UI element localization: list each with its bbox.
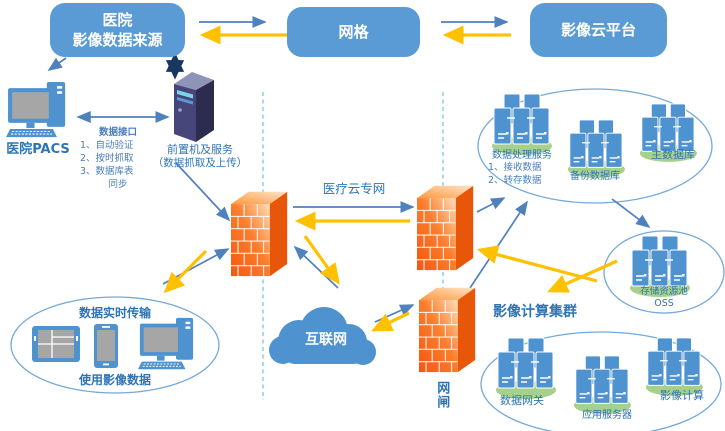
arrow-consumer-to-firewall1 xyxy=(162,248,230,285)
medical-private-network-label: 医疗云专网 xyxy=(322,181,386,196)
yellow-arrows xyxy=(163,25,618,332)
interface-title: 数据接口 xyxy=(98,127,137,138)
data-processing-items: 1、接收数据 2、转存数据 xyxy=(488,162,568,187)
image-compute-servers-icon xyxy=(645,337,704,397)
arrow-firewall3-to-internet xyxy=(371,311,410,332)
ellipse-data-processing-group xyxy=(477,88,713,204)
firewall1-icon xyxy=(231,191,288,277)
node-image-cloud-platform: 影像云平台 xyxy=(530,3,667,57)
arrow-oss-to-compute-cluster xyxy=(547,259,618,293)
processing-item-1: 1、接收数据 xyxy=(488,162,542,173)
interface-item-4: 同步 xyxy=(108,179,128,190)
internet-cloud-icon xyxy=(269,307,376,365)
main-db-label: 主数据库 xyxy=(651,148,695,161)
frontend-server-tower-icon xyxy=(174,72,214,142)
phone-icon xyxy=(94,324,118,368)
arrow-processing-to-oss xyxy=(611,198,651,229)
compute-cluster-title: 影像计算集群 xyxy=(493,304,577,320)
arrow-source-to-pacs xyxy=(47,57,67,71)
data-interface-note: 数据接口 1、自动验证 2、按时抓取 3、数据库表 同步 xyxy=(80,126,156,191)
tablet-icon xyxy=(32,326,80,362)
arrow-firewall1-to-internet xyxy=(303,235,340,285)
arrow-frontend-to-firewall1 xyxy=(175,162,231,222)
frontend-server-label-line2: （数据抓取及上传） xyxy=(152,157,248,169)
pacs-label: 医院PACS xyxy=(6,142,70,157)
firewall2-icon xyxy=(417,185,474,271)
pacs-computer-icon xyxy=(6,81,66,138)
data-processing-label: 数据处理服务 xyxy=(492,150,552,161)
use-image-data-label: 使用影像数据 xyxy=(78,373,151,387)
backup-db-servers-icon xyxy=(567,119,626,179)
arrow-oss-to-firewall2 xyxy=(476,245,598,283)
interface-item-3: 3、数据库表 xyxy=(80,166,134,177)
arrow-firewall2-to-processing xyxy=(476,197,506,213)
processing-item-2: 2、转存数据 xyxy=(488,174,542,186)
interface-item-1: 1、自动验证 xyxy=(80,140,134,151)
node-grid: 网格 xyxy=(287,7,420,57)
consumer-computer-icon xyxy=(138,317,194,370)
node-hospital-image-source: 医院 影像数据来源 xyxy=(50,3,185,57)
backup-db-label: 备份数据库 xyxy=(570,171,620,182)
ellipse-consumer-group xyxy=(10,296,220,394)
internet-label: 互联网 xyxy=(305,332,347,348)
data-gateway-label: 数据网关 xyxy=(500,394,544,407)
firewall3-gatekeeper-icon xyxy=(419,287,476,373)
app-server-label: 应用服务器 xyxy=(582,410,632,421)
data-gateway-servers-icon xyxy=(495,337,557,400)
oss-label-line2: OSS xyxy=(654,298,674,309)
app-server-servers-icon xyxy=(573,355,632,415)
arrow-firewall1-to-consumer xyxy=(163,249,208,294)
gatekeeper-label: 网闸 xyxy=(434,381,450,409)
arrow-firewall3-to-processing xyxy=(469,200,528,289)
interface-item-2: 2、按时抓取 xyxy=(80,153,134,164)
image-compute-label: 影像计算 xyxy=(660,389,704,402)
oss-label-line1: 存储资源池 xyxy=(640,286,688,297)
frontend-server-label-line1: 前置机及服务 xyxy=(167,143,233,156)
ellipse-oss-group xyxy=(603,230,725,314)
ellipse-compute-cluster-group xyxy=(480,331,722,431)
realtime-transfer-label: 数据实时传输 xyxy=(78,306,151,320)
data-processing-servers-icon xyxy=(491,93,553,156)
